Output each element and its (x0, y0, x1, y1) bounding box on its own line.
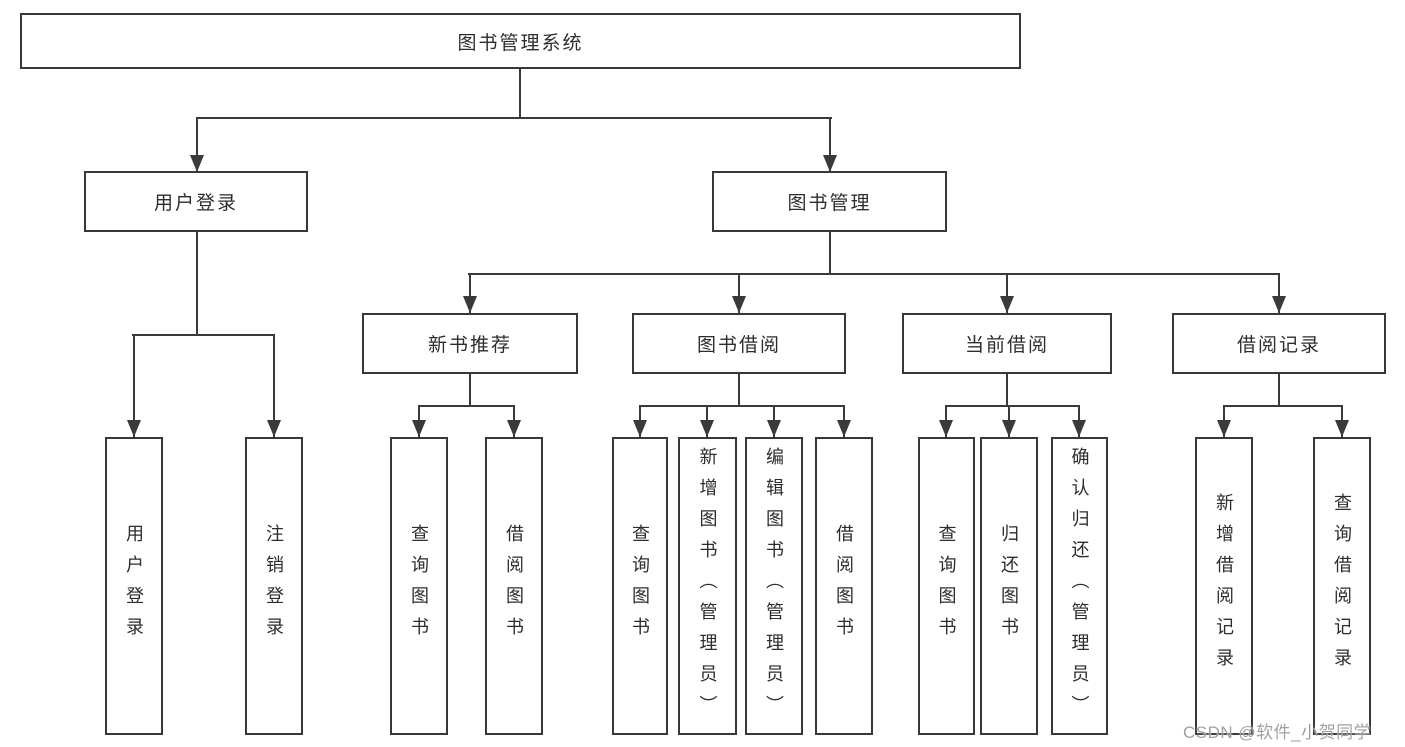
node-user-login: 用户登录 (84, 171, 308, 232)
edge-line (738, 273, 740, 313)
node-label: 查询图书 (409, 524, 429, 648)
arrow-down-icon (1335, 420, 1349, 437)
edge-line (639, 405, 845, 407)
arrow-down-icon (127, 420, 141, 437)
edge-line (1278, 273, 1280, 313)
arrow-down-icon (732, 296, 746, 313)
leaf-bb-edit-book-admin: 编辑图书（管理员） (745, 437, 803, 735)
arrow-down-icon (1000, 296, 1014, 313)
node-label: 新书推荐 (427, 335, 512, 356)
node-book-management: 图书管理 (712, 171, 947, 232)
edge-line (829, 232, 831, 275)
edge-line (468, 273, 1280, 275)
node-book-borrow: 图书借阅 (632, 313, 846, 374)
node-label: 编辑图书（管理员） (764, 446, 784, 726)
arrow-down-icon (700, 420, 714, 437)
node-label: 当前借阅 (964, 335, 1049, 356)
arrow-down-icon (1272, 296, 1286, 313)
edge-line (196, 232, 198, 336)
arrow-down-icon (633, 420, 647, 437)
arrow-down-icon (190, 155, 204, 172)
edge-line (1006, 273, 1008, 313)
node-label: 借阅记录 (1236, 335, 1321, 356)
node-label: 用户登录 (153, 193, 238, 214)
leaf-bb-add-book-admin: 新增图书（管理员） (678, 437, 737, 735)
node-label: 用户登录 (124, 524, 144, 648)
node-label: 图书借阅 (696, 335, 781, 356)
leaf-cb-query-book: 查询图书 (918, 437, 975, 735)
node-label: 新增借阅记录 (1214, 493, 1234, 679)
node-label: 查询图书 (936, 524, 957, 648)
leaf-bb-query-book: 查询图书 (612, 437, 668, 735)
edge-line (132, 334, 275, 336)
leaf-rec-borrow-book: 借阅图书 (485, 437, 543, 735)
node-new-book-recommend: 新书推荐 (362, 313, 578, 374)
leaf-br-add-record: 新增借阅记录 (1195, 437, 1253, 735)
node-current-borrow: 当前借阅 (902, 313, 1112, 374)
edge-line (738, 373, 740, 407)
node-label: 借阅图书 (834, 524, 854, 648)
edge-line (469, 273, 471, 313)
arrow-down-icon (507, 420, 521, 437)
csdn-watermark: CSDN @软件_小贺同学 (1183, 723, 1372, 742)
arrow-down-icon (837, 420, 851, 437)
leaf-rec-query-book: 查询图书 (390, 437, 448, 735)
node-label: 确认归还（管理员） (1069, 446, 1090, 726)
arrow-down-icon (1217, 420, 1231, 437)
arrow-down-icon (463, 296, 477, 313)
edge-line (829, 117, 831, 172)
leaf-bb-borrow-book: 借阅图书 (815, 437, 873, 735)
leaf-logout: 注销登录 (245, 437, 303, 735)
edge-line (196, 117, 198, 172)
node-root: 图书管理系统 (20, 13, 1021, 69)
arrow-down-icon (1072, 420, 1086, 437)
edge-line (1006, 373, 1008, 407)
edge-line (1278, 373, 1280, 407)
edge-line (945, 405, 1080, 407)
node-label: 注销登录 (264, 524, 284, 648)
edge-line (418, 405, 515, 407)
node-borrow-records: 借阅记录 (1172, 313, 1386, 374)
edge-line (519, 68, 521, 119)
edge-line (196, 117, 832, 119)
arrow-down-icon (767, 420, 781, 437)
node-label: 图书管理系统 (457, 32, 584, 54)
node-label: 查询借阅记录 (1332, 493, 1352, 679)
node-label: 新增图书（管理员） (697, 446, 718, 726)
node-label: 归还图书 (999, 524, 1019, 648)
arrow-down-icon (823, 155, 837, 172)
arrow-down-icon (412, 420, 426, 437)
leaf-cb-confirm-return-admin: 确认归还（管理员） (1051, 437, 1108, 735)
edge-line (133, 334, 135, 437)
node-label: 查询图书 (630, 524, 650, 648)
edge-line (469, 373, 471, 407)
arrow-down-icon (939, 420, 953, 437)
leaf-cb-return-book: 归还图书 (980, 437, 1038, 735)
node-label: 图书管理 (787, 193, 872, 214)
leaf-br-query-record: 查询借阅记录 (1313, 437, 1371, 735)
arrow-down-icon (267, 420, 281, 437)
arrow-down-icon (1002, 420, 1016, 437)
node-label: 借阅图书 (504, 524, 524, 648)
edge-line (273, 334, 275, 437)
leaf-user-login: 用户登录 (105, 437, 163, 735)
edge-line (1223, 405, 1343, 407)
